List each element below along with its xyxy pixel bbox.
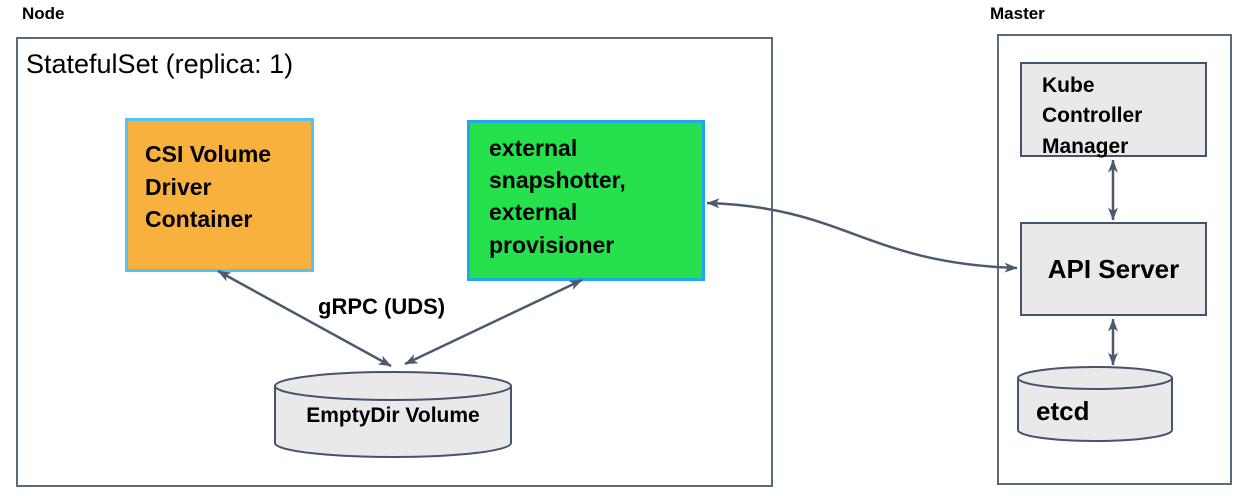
kube-controller-manager-box: Kube Controller Manager (1020, 62, 1207, 158)
node-section-label: Node (22, 4, 65, 23)
grpc-uds-label: gRPC (UDS) (318, 294, 446, 319)
node-boundary-box: StatefulSet (replica: 1) (16, 37, 773, 487)
api-server-box: API Server (1020, 222, 1207, 316)
statefulset-title: StatefulSet (replica: 1) (26, 49, 294, 79)
etcd-label: etcd (1036, 396, 1090, 426)
external-snapshotter-provisioner-box: external snapshotter, external provision… (467, 120, 705, 281)
master-section-label: Master (990, 4, 1045, 23)
csi-volume-driver-box: CSI Volume Driver Container (125, 118, 314, 272)
api-server-label: API Server (1047, 253, 1180, 284)
emptydir-volume-label: EmptyDir Volume (306, 404, 480, 427)
